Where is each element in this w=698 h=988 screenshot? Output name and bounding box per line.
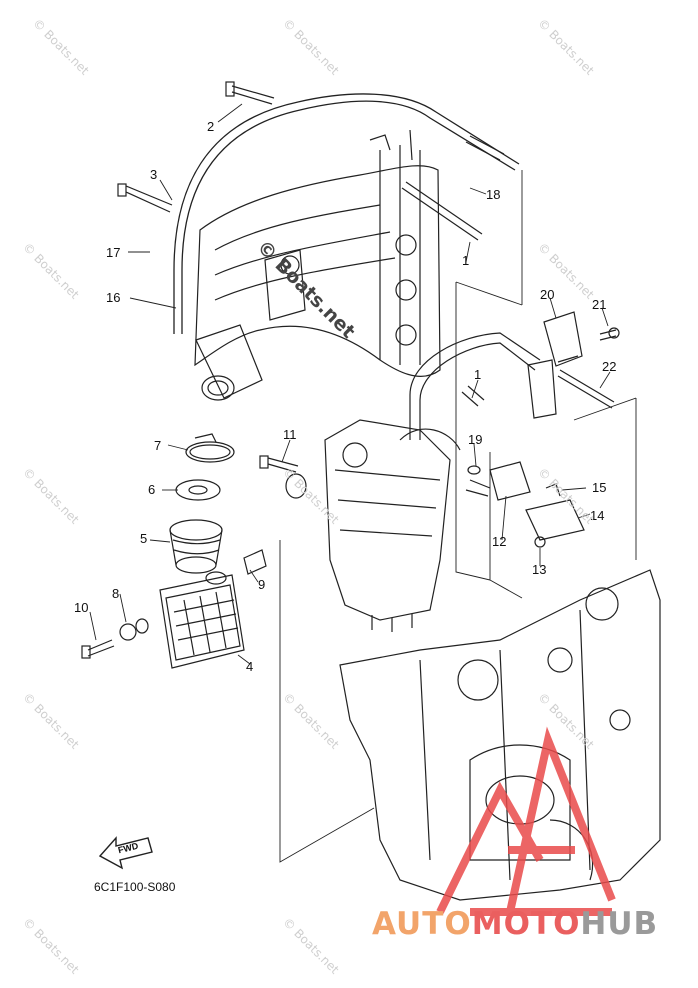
leader-lines (89, 103, 611, 665)
callout-7: 7 (154, 438, 162, 453)
callout-6: 6 (148, 482, 156, 497)
fwd-arrow-icon (98, 836, 153, 870)
diagram-code: 6C1F100-S080 (94, 880, 176, 894)
intake-boot (169, 519, 223, 574)
callout-11: 11 (283, 427, 297, 442)
callout-20: 20 (540, 287, 555, 302)
brand-part-auto: AUTO (372, 906, 472, 942)
hose-clamp (185, 433, 235, 463)
callout-1-lower: 1 (474, 367, 482, 382)
right-parts (465, 311, 620, 548)
callout-13: 13 (532, 562, 547, 577)
throttle-body (195, 249, 306, 401)
callout-14: 14 (590, 508, 605, 523)
callout-10: 10 (74, 600, 89, 615)
callout-4: 4 (246, 659, 254, 674)
callout-16: 16 (106, 290, 121, 305)
callout-17: 17 (106, 245, 121, 260)
callout-19: 19 (468, 432, 483, 447)
brand-logo-icon (436, 726, 616, 916)
engine-block (339, 569, 661, 901)
brand-wordmark: AUTOMOTOHUB (372, 906, 658, 942)
callout-2: 2 (207, 119, 215, 134)
gasket (175, 479, 221, 501)
callout-1-upper: 1 (462, 253, 470, 268)
oil-cooler (159, 571, 245, 669)
intake-manifold (194, 129, 441, 377)
breather-hose (173, 93, 520, 334)
reference-lines (279, 170, 637, 863)
brand-part-moto: MOTO (471, 906, 581, 942)
callout-21: 21 (592, 297, 607, 312)
callout-9: 9 (258, 577, 266, 592)
brand-part-hub: HUB (580, 906, 659, 942)
bolts (81, 81, 485, 659)
callout-15: 15 (592, 480, 607, 495)
callout-22: 22 (602, 359, 617, 374)
callout-18: 18 (486, 187, 501, 202)
callout-12: 12 (492, 534, 507, 549)
callout-8: 8 (112, 586, 120, 601)
callout-5: 5 (140, 531, 148, 546)
callout-3: 3 (150, 167, 158, 182)
fuel-hose (409, 332, 557, 440)
vapor-separator (324, 419, 461, 632)
